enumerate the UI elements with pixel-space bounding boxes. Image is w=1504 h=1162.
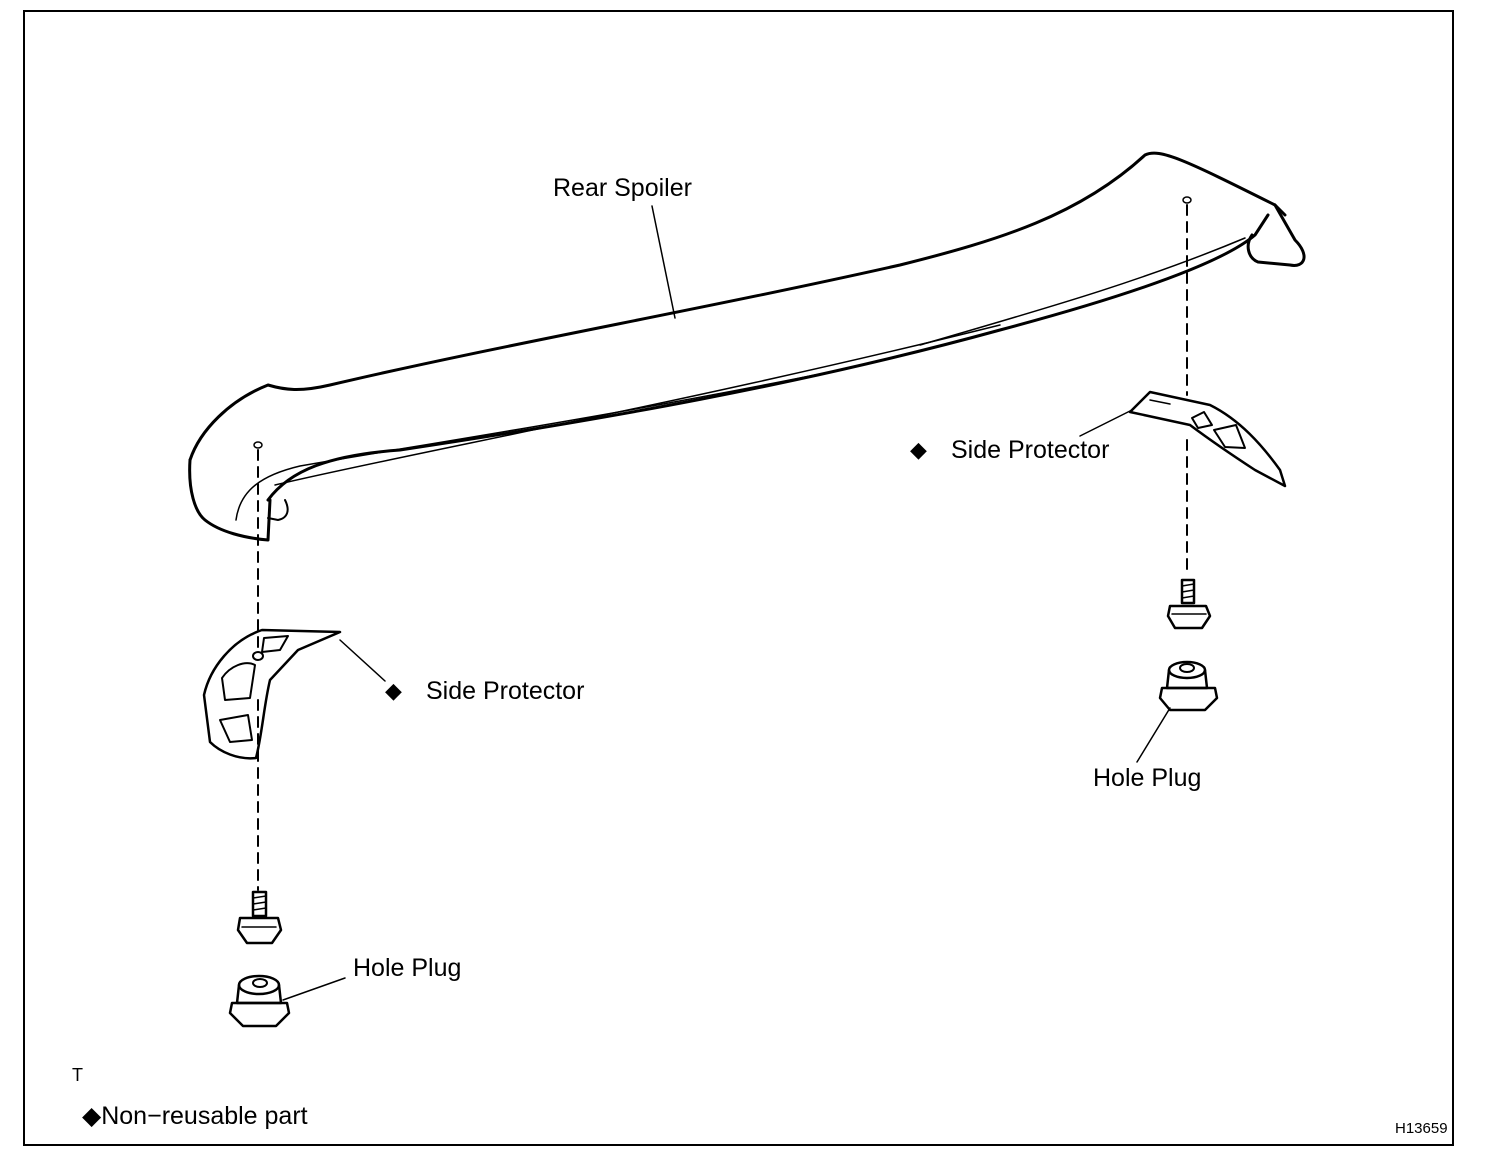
rear-spoiler-drawing bbox=[188, 151, 1306, 542]
side-protector-right-drawing bbox=[1128, 390, 1287, 488]
mount-hole-left-icon bbox=[253, 441, 263, 449]
side-protector-right-leader bbox=[1079, 409, 1133, 437]
non-reusable-marker-left: ◆ bbox=[385, 678, 402, 703]
bolt-right-icon bbox=[1166, 578, 1212, 630]
rear-spoiler-label: Rear Spoiler bbox=[553, 174, 692, 202]
side-protector-right-label: Side Protector bbox=[951, 436, 1110, 464]
side-protector-left-label: Side Protector bbox=[426, 677, 585, 705]
side-protector-left-drawing bbox=[202, 628, 342, 760]
figure-id: H13659 bbox=[1395, 1120, 1448, 1137]
hole-plug-left-label: Hole Plug bbox=[353, 954, 462, 982]
bolt-left-icon bbox=[236, 890, 283, 945]
hole-plug-right-label: Hole Plug bbox=[1093, 764, 1202, 792]
hole-plug-right-leader bbox=[1136, 707, 1171, 763]
side-protector-left-leader bbox=[339, 639, 386, 682]
rear-spoiler-leader bbox=[651, 205, 676, 319]
hole-plug-right-icon bbox=[1158, 660, 1219, 712]
legend-non-reusable: ◆Non−reusable part bbox=[82, 1102, 308, 1130]
mount-hole-right-icon bbox=[1182, 196, 1192, 204]
hole-plug-left-leader bbox=[282, 977, 346, 1001]
diagram-frame bbox=[23, 10, 1454, 1146]
hole-plug-left-icon bbox=[228, 974, 291, 1028]
corner-mark: T bbox=[72, 1065, 83, 1085]
spoiler-underside-lines bbox=[235, 237, 1246, 521]
non-reusable-marker-right: ◆ bbox=[910, 437, 927, 462]
